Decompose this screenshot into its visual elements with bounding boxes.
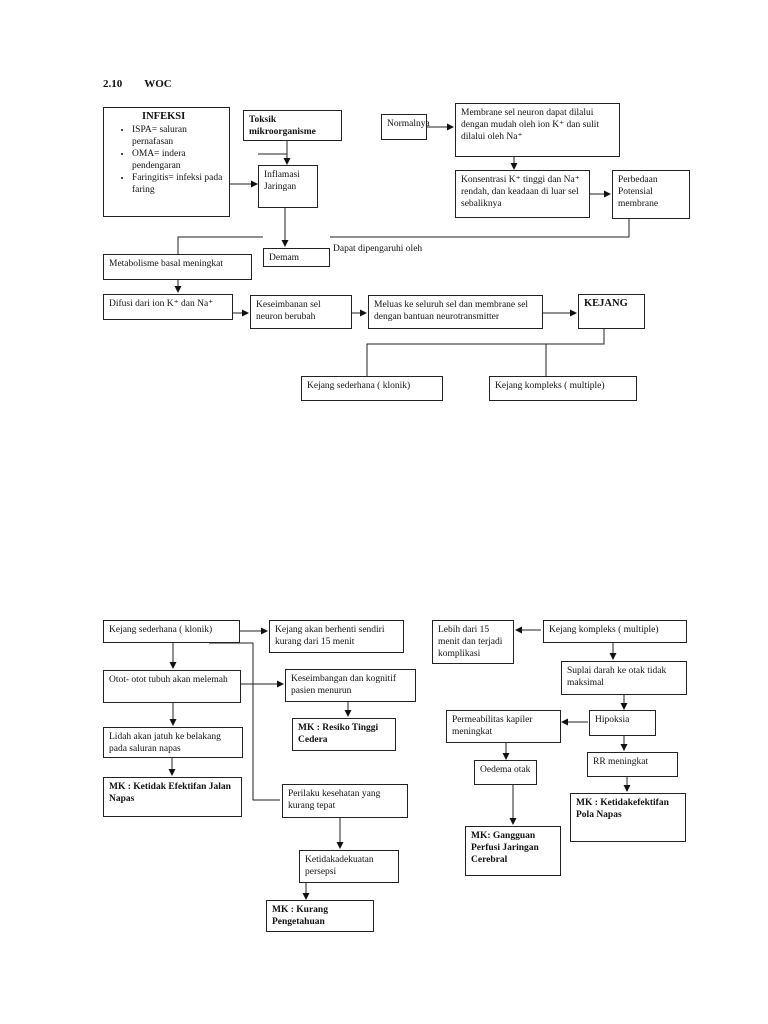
infeksi-item: ISPA= saluran pernafasan bbox=[132, 124, 225, 148]
node-mk-pengetahuan: MK : Kurang Pengetahuan bbox=[266, 900, 374, 932]
node-keseimbangan: Keseimbanan sel neuron berubah bbox=[250, 295, 352, 329]
node-meluas: Meluas ke seluruh sel dan membrane sel d… bbox=[368, 295, 543, 329]
node-hipoksia: Hipoksia bbox=[589, 710, 656, 736]
node-demam: Demam bbox=[263, 248, 330, 267]
infeksi-item: OMA= indera pendengaran bbox=[132, 148, 225, 172]
node-kejang: KEJANG bbox=[578, 294, 645, 329]
node-lebih: Lebih dari 15 menit dan terjadi komplika… bbox=[432, 620, 514, 664]
node-bl-sederhana: Kejang sederhana ( klonik) bbox=[103, 620, 240, 643]
node-persepsi: Ketidakadekuatan persepsi bbox=[299, 850, 399, 883]
node-difusi: Difusi dari ion K⁺ dan Na⁺ bbox=[103, 294, 233, 320]
line-sederhana-perilaku bbox=[209, 642, 280, 801]
node-lidah: Lidah akan jatuh ke belakang pada salura… bbox=[103, 727, 243, 758]
infeksi-item: Faringitis= infeksi pada faring bbox=[132, 172, 225, 196]
node-perbedaan: Perbedaan Potensial membrane bbox=[612, 170, 690, 219]
node-normalnya: Normalnya bbox=[381, 114, 430, 140]
section-heading: 2.10 WOC bbox=[103, 78, 172, 90]
section-title: WOC bbox=[144, 78, 172, 90]
label-dipengaruhi: Dapat dipengaruhi oleh bbox=[333, 244, 423, 254]
node-br-kompleks: Kejang kompleks ( multiple) bbox=[543, 620, 687, 643]
node-mk-perfusi: MK: Gangguan Perfusi Jaringan Cerebral bbox=[465, 826, 561, 876]
node-oedema: Oedema otak bbox=[474, 760, 537, 785]
node-kejang-sederhana: Kejang sederhana ( klonik) bbox=[301, 376, 443, 401]
node-mk-jalan: MK : Ketidak Efektifan Jalan Napas bbox=[103, 777, 242, 817]
node-perilaku: Perilaku kesehatan yang kurang tepat bbox=[282, 784, 408, 818]
node-metabolisme: Metabolisme basal meningkat bbox=[103, 254, 252, 280]
node-suplai: Suplai darah ke otak tidak maksimal bbox=[561, 661, 687, 695]
line-perbedaan-demam bbox=[330, 219, 630, 238]
node-toksik: Toksik mikroorganisme bbox=[243, 110, 342, 141]
node-mk-pola: MK : Ketidakefektifan Pola Napas bbox=[570, 793, 686, 842]
node-kognitif: Keseimbangan dan kognitif pasien menurun bbox=[285, 669, 416, 702]
infeksi-list: ISPA= saluran pernafasan OMA= indera pen… bbox=[108, 124, 225, 196]
node-permeabilitas: Permeabilitas kapiler meningkat bbox=[446, 710, 561, 743]
line-kejang-sederhana bbox=[366, 329, 605, 376]
node-inflamasi: Inflamasi Jaringan bbox=[258, 165, 318, 208]
node-infeksi: INFEKSI ISPA= saluran pernafasan OMA= in… bbox=[103, 107, 230, 217]
line-demam-metabolisme bbox=[177, 236, 263, 254]
node-membrane: Membrane sel neuron dapat dilalui dengan… bbox=[455, 103, 620, 157]
infeksi-title: INFEKSI bbox=[142, 111, 186, 122]
node-otot: Otot- otot tubuh akan melemah bbox=[103, 670, 241, 703]
node-rr: RR meningkat bbox=[587, 752, 678, 777]
node-mk-cedera: MK : Resiko Tinggi Cedera bbox=[292, 718, 396, 751]
node-berhenti: Kejang akan berhenti sendiri kurang dari… bbox=[269, 620, 404, 653]
line-toksik bbox=[258, 141, 288, 155]
node-konsentrasi: Konsentrasi K⁺ tinggi dan Na⁺ rendah, da… bbox=[455, 170, 590, 218]
section-number: 2.10 bbox=[103, 78, 123, 90]
node-kejang-kompleks: Kejang kompleks ( multiple) bbox=[489, 376, 637, 401]
